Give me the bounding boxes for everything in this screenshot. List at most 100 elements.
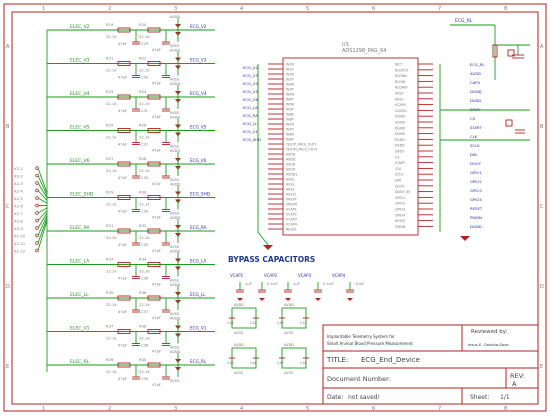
col-label-bottom: 7 [438, 406, 441, 412]
ic-pin-name: CS [395, 155, 399, 159]
capacitor-value: 47pF [118, 210, 127, 214]
filter-resistor [117, 61, 131, 66]
ic-left-net: ECG_V2 [243, 65, 258, 70]
connector-pin [35, 218, 39, 223]
ic-pin-name: VCAP4 [395, 103, 406, 107]
resistor-value: 22.1k [106, 34, 117, 39]
ic-right-net: START [470, 125, 482, 130]
inner-border [11, 11, 539, 405]
input-net-label: ELEC_RA [70, 225, 91, 231]
ecg-rl-tag: ECG_RL [455, 18, 473, 24]
resistor-value: 22.1k [106, 202, 117, 207]
ic-right-net: DRDY [470, 107, 481, 112]
ic-pin-name: VCAP2 [286, 213, 297, 217]
capacitor-ref: C35 [141, 243, 148, 247]
vss-label: AVSS [170, 145, 180, 149]
ic-pin-name: IN1P [286, 68, 294, 72]
vss-label: AVSS [170, 78, 180, 82]
vcap-label: VCAP3 [298, 273, 312, 278]
ic-pin-name: DAISY_IN [395, 190, 410, 194]
ic-pin-name: GPIO2 [395, 202, 405, 206]
ic-pin-name: TESTN_PACE_OUT2 [285, 148, 317, 152]
filter-resistor [117, 262, 131, 267]
input-net-label: ELEC_LA [70, 259, 90, 265]
ic-pin-name: IN8N [286, 133, 295, 137]
ic-pin-name: RESET [395, 219, 407, 223]
resistor2-ref: R28 [139, 156, 147, 161]
ground-icon [315, 298, 321, 301]
vdd-label: AVDD [170, 250, 180, 254]
row-label-right: D [540, 284, 544, 290]
rev-label: REV: [510, 372, 525, 380]
filter-resistor-2 [147, 295, 161, 301]
cap-ref: C42 [250, 321, 257, 325]
ic-pin-name: IN2P [286, 78, 294, 82]
vss-label: AVSS [234, 371, 244, 375]
row-label-right: A [540, 44, 544, 50]
ic-pin-name: DOUT [395, 184, 406, 188]
vss-label: AVSS [284, 331, 294, 335]
ic-pin-name: PWDN [395, 225, 406, 229]
output-net-label: ECG_V6 [190, 158, 207, 163]
ic-left-net: ECG_V4 [243, 81, 258, 86]
ic-left-net: ECG_LL [243, 121, 258, 126]
ic-right-net: GPIO1 [470, 170, 482, 175]
cap-value-label: 10uF [355, 281, 364, 286]
vss-label: AVSS [170, 346, 180, 350]
ic-left-net: ECG_V1 [243, 129, 258, 134]
col-label-bottom: 3 [174, 406, 177, 412]
resistor-ref: R23 [106, 89, 114, 94]
filter-resistor [117, 94, 131, 100]
capacitor2-value: 47pF [152, 249, 161, 253]
ic-pin-name: GPIO4 [395, 213, 405, 217]
col-label-top: 4 [240, 6, 243, 12]
resistor2-value: 22.1k [139, 68, 150, 73]
row-label-left: D [6, 284, 10, 290]
ic-right-net: AVDD [470, 71, 481, 76]
filter-resistor [117, 27, 131, 33]
cap-value-label: 0.1uF [267, 281, 278, 286]
output-net-label: ECG_V5 [190, 125, 207, 130]
capacitor2-value: 47pF [152, 383, 161, 387]
vdd-label: AVDD [170, 82, 180, 86]
col-label-bottom: 8 [504, 406, 507, 412]
ic-left-net: ECG_V5 [243, 89, 258, 94]
reviewed-label: Reviewed by: [471, 329, 508, 335]
output-net-label: ECG_LA [190, 259, 206, 264]
resistor2-value: 22.1k [139, 235, 150, 240]
connector-pin [35, 188, 39, 193]
ic-pin-name: RLDREF [395, 86, 408, 90]
connector-pin-label: X2-1 [14, 166, 23, 171]
vss-label: AVSS [234, 331, 244, 335]
connector-pin-label: X2-8 [14, 219, 23, 224]
ic-pin-name: RESV1 [286, 228, 297, 232]
cap-ref: C47 [277, 361, 284, 365]
vss-label: AVSS [170, 245, 180, 249]
ic-pin-name: IN4N [286, 93, 295, 97]
ic-right-net: RESET [470, 206, 483, 211]
vcap-label: VCAP2 [264, 273, 278, 278]
resistor-value: 22.1k [106, 101, 117, 106]
cap-ref: C44 [300, 321, 308, 325]
vdd-label: AVDD [170, 317, 180, 321]
col-label-top: 5 [306, 6, 309, 12]
capacitor-value: 47pF [118, 277, 127, 281]
output-net-label: ECG_SHD [190, 192, 210, 197]
capacitor-value: 47pF [118, 243, 127, 247]
capacitor-ref: C30 [141, 76, 149, 80]
output-net-label: ECG_RL [190, 359, 207, 364]
ic-pin-name: IN5P [286, 108, 294, 112]
vdd-label: AVDD [284, 343, 294, 347]
resistor-ref: R21 [106, 56, 114, 61]
ic-name: ADS1298_PAG_64 [342, 48, 386, 54]
ic-pin-name: DGND [395, 121, 406, 125]
connector-pin-label: X2-5 [14, 196, 23, 201]
filter-resistor [117, 195, 131, 200]
resistor2-value: 22.1k [139, 202, 150, 207]
filter-resistor-2 [147, 195, 161, 200]
ads1298-chip: U3 ADS1298_PAG_64 [282, 42, 419, 236]
